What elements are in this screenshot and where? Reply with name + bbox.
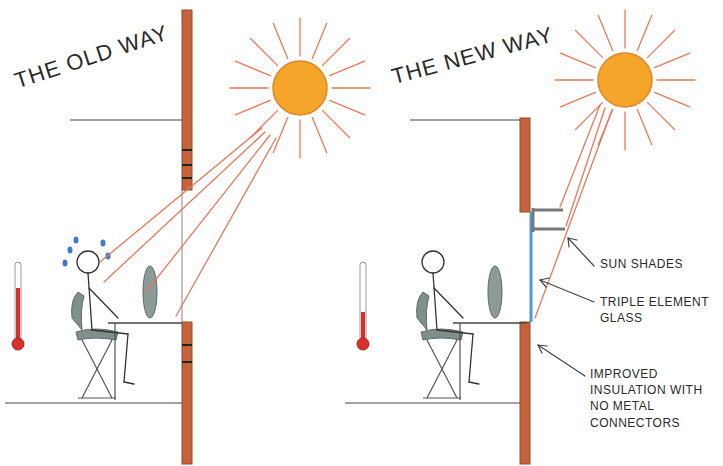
callout-label: IMPROVED INSULATION WITH NO METAL CONNEC… (590, 366, 715, 431)
thermometer (12, 262, 24, 350)
leader-arrows (538, 238, 594, 376)
panel-heading: THE NEW WAY (388, 20, 556, 92)
sun-shades (533, 208, 565, 232)
panel-heading: THE OLD WAY (11, 18, 172, 96)
old-room (5, 10, 192, 464)
callout-label: TRIPLE ELEMENT GLASS (600, 294, 718, 326)
sun-beams (100, 128, 276, 316)
sweat-drops (63, 237, 111, 267)
new-room (345, 118, 565, 464)
thermometer (357, 262, 369, 350)
callout-label: SUN SHADES (600, 256, 718, 272)
sun-beams (535, 105, 612, 318)
